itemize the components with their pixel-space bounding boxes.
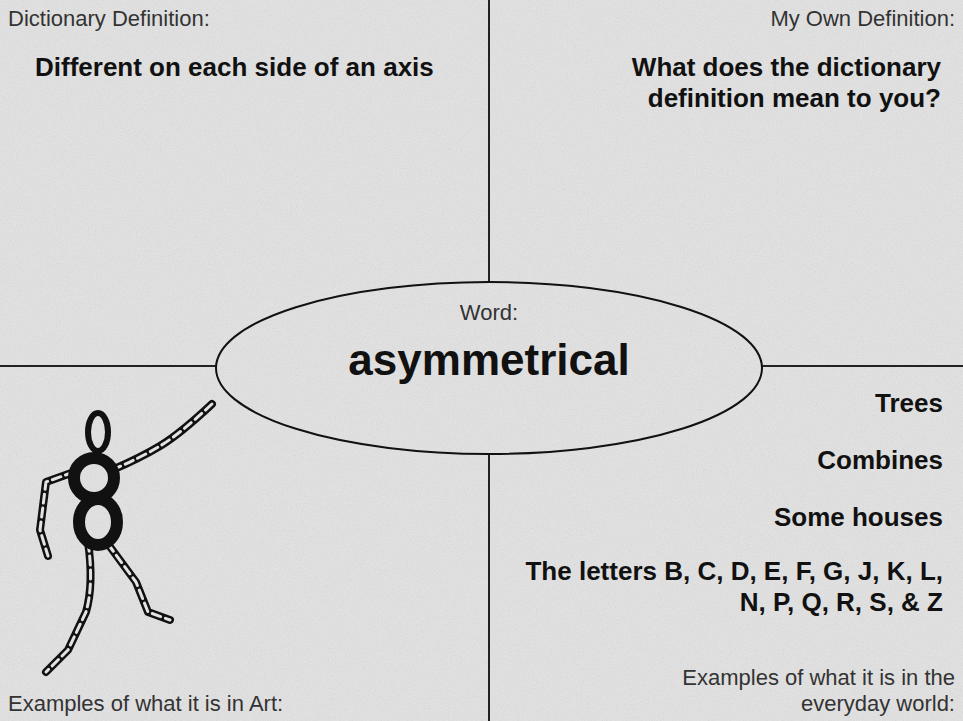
chain-link (108, 544, 170, 620)
divider-line (488, 454, 490, 721)
panel-heading: Dictionary Definition: (8, 6, 210, 32)
vocabulary-word: asymmetrical (214, 334, 764, 386)
own-definition-panel: My Own Definition: What does the dictiona… (489, 0, 963, 280)
chain-link (112, 404, 212, 470)
divider-line (762, 365, 963, 367)
chain-link (46, 542, 91, 672)
everyday-examples-panel: TreesCombinesSome housesThe letters B, C… (489, 366, 963, 721)
figure-chain-links (40, 404, 212, 672)
definition-text: Different on each side of an axis (35, 52, 455, 83)
figure-torso (74, 458, 114, 498)
definition-panel: Dictionary Definition: Different on each … (0, 0, 489, 280)
divider-line (0, 365, 216, 367)
figure-arm (112, 404, 212, 470)
art-examples-panel: Examples of what it is in Art: (0, 366, 489, 721)
panel-heading: Examples of what it is in the everyday w… (655, 665, 955, 717)
example-item: The letters B, C, D, E, F, G, J, K, L, N… (513, 556, 943, 617)
prompt-text: What does the dictionary definition mean… (521, 52, 941, 113)
word-heading: Word: (214, 300, 764, 326)
panel-heading: My Own Definition: (770, 6, 955, 32)
example-item: Combines (817, 445, 943, 476)
divider-line (488, 0, 490, 282)
figure-leg (46, 542, 91, 672)
figure-head (88, 413, 108, 451)
chain-figure (40, 404, 212, 672)
example-item: Trees (875, 388, 943, 419)
word-oval: Word: asymmetrical (214, 280, 764, 456)
figure-limbs (40, 404, 212, 672)
panel-heading: Examples of what it is in Art: (8, 691, 283, 717)
figure-hips (79, 499, 117, 545)
example-item: Some houses (774, 502, 943, 533)
figure-leg (108, 544, 170, 620)
